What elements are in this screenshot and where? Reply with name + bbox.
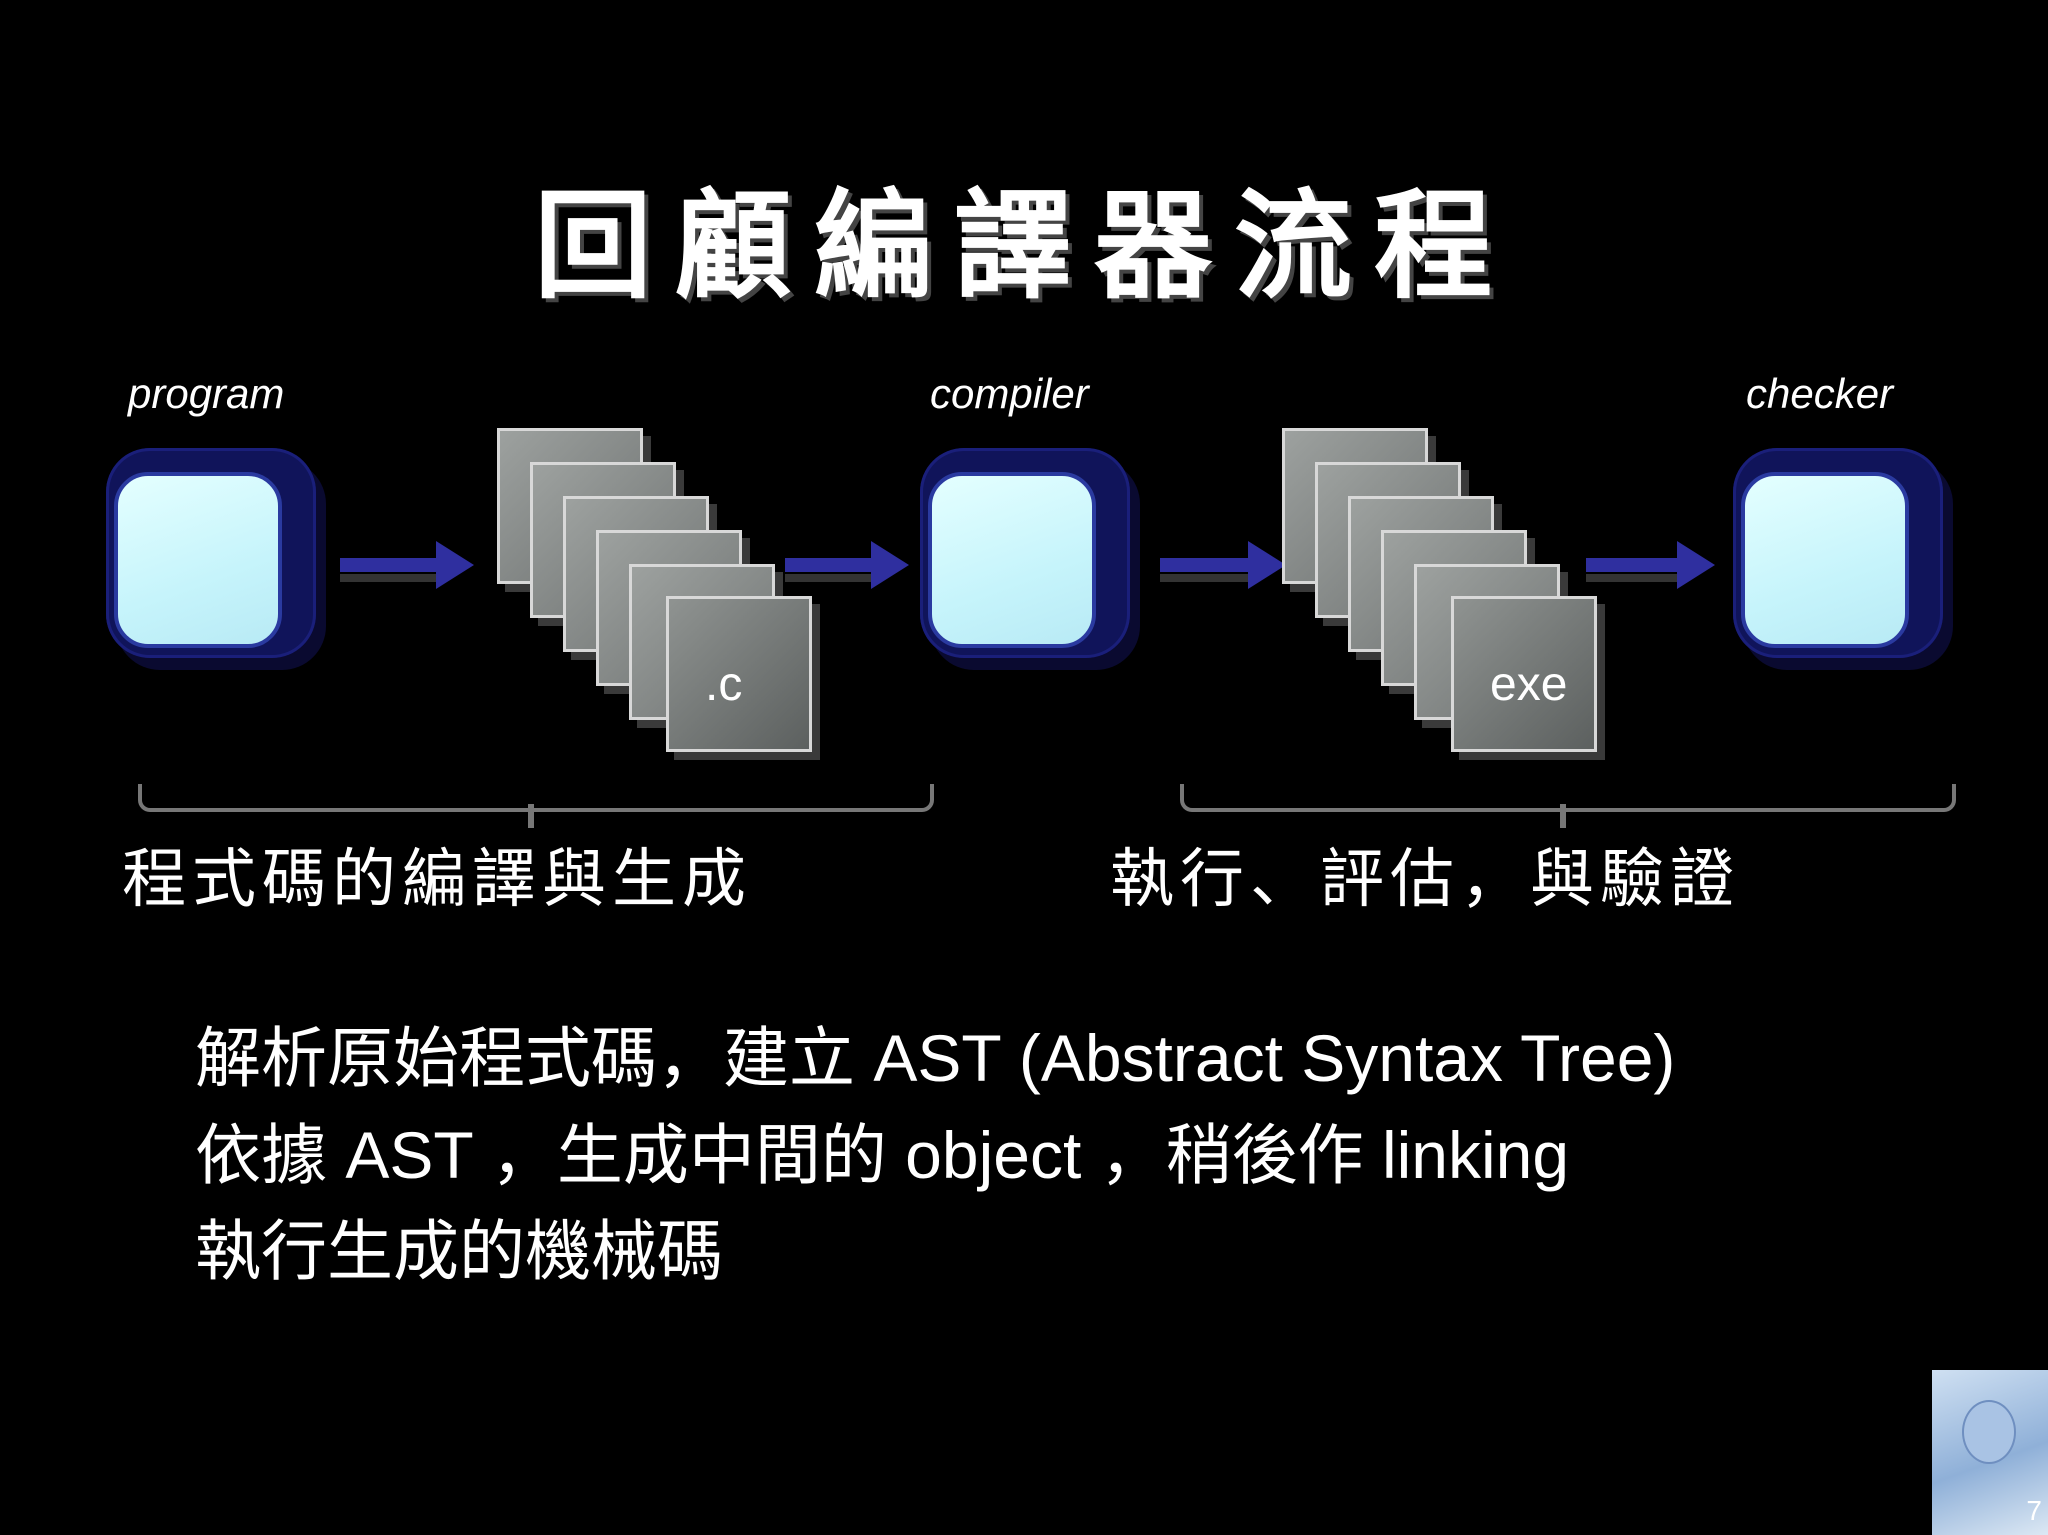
arrow-icon (1160, 541, 1286, 589)
checker-box-icon (1733, 448, 1943, 658)
caption-run-evaluate: 執行、評估，與驗證 (1110, 843, 1740, 917)
stage-label-compiler: compiler (930, 370, 1089, 417)
bullet-item: 依據 AST ，生成中間的 object ，稍後作 linking (195, 1117, 1570, 1194)
source-file-icon: .c (666, 596, 812, 752)
slide-title: 回顧編譯器流程 (533, 176, 1514, 315)
stage-label-program: program (128, 370, 285, 417)
bullet-item: 解析原始程式碼，建立 AST (Abstract Syntax Tree) (195, 1020, 1676, 1097)
program-box-icon (106, 448, 316, 658)
caption-compile-generate: 程式碼的編譯與生成 (122, 843, 752, 917)
right-bracket (1180, 784, 1956, 828)
arrow-icon (1586, 541, 1715, 589)
bullet-list: 解析原始程式碼，建立 AST (Abstract Syntax Tree) 依據… (195, 1010, 1675, 1300)
exe-file-icon: exe (1451, 596, 1597, 752)
bullet-item: 執行生成的機械碼 (195, 1213, 723, 1290)
left-bracket (138, 784, 934, 828)
page-number: 7 (2026, 1495, 2042, 1526)
presenter-photo: 7 (1932, 1370, 2048, 1535)
compiler-box-icon (920, 448, 1130, 658)
stage-label-checker: checker (1746, 370, 1894, 417)
portrait-icon (1962, 1400, 2016, 1464)
arrow-icon (340, 541, 474, 589)
arrow-icon (785, 541, 909, 589)
